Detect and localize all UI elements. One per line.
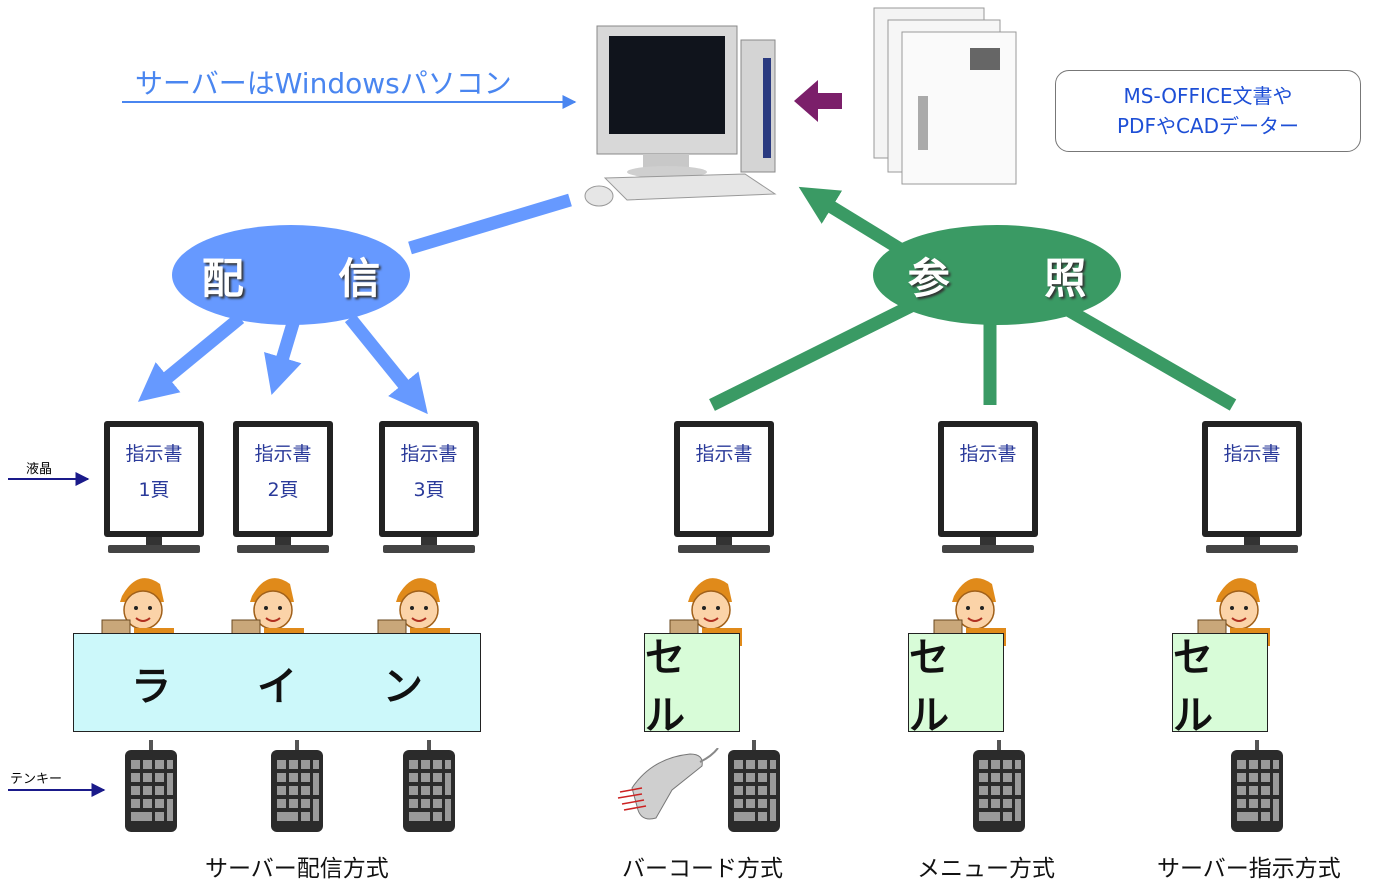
caption-server-instruction: サーバー指示方式 [1157,856,1341,882]
line-label: ラ イ ン [131,663,459,710]
refer-line-3 [1064,304,1237,411]
line-box: ラ イ ン [73,633,481,732]
monitor-title: 指示書 [254,443,312,465]
cell-box-3: セ ル [1172,633,1268,739]
monitor-screen: 指示書 [1208,427,1296,531]
monitor-screen: 指示書 [680,427,768,531]
caption-barcode: バーコード方式 [622,856,783,882]
keypad-icon [125,740,177,832]
worker-icon [933,578,1006,646]
monitor-page: 1頁 [138,479,170,501]
deliver-arrow-3 [344,313,428,415]
refer-arrow-pc [798,186,909,258]
desktop-pc-icon [584,25,777,207]
cell-box-1: セ ル [644,633,740,739]
documents-to-pc-arrow [794,80,842,122]
keypad-icon [1231,740,1283,832]
cell-box-2: セ ル [908,633,1004,739]
cell-label: セ ル [1173,634,1225,739]
monitor-title: 指示書 [695,443,753,465]
cell-label: セ ル [645,634,697,739]
tenkey-label: テンキー [10,772,63,787]
refer-line-1 [709,298,918,411]
refer-label: 参 照 [907,253,1127,303]
deliver-label: 配 信 [201,253,421,303]
monitor-screen: 指示書 [944,427,1032,531]
monitor-title: 指示書 [400,443,458,465]
monitor-title: 指示書 [959,443,1017,465]
monitor-page: 2頁 [267,479,299,501]
document-types-line1: MS-OFFICE文書や [1123,84,1293,108]
keypad-icon [973,740,1025,832]
keypad-icon [728,740,780,832]
deliver-arrow-2 [264,318,302,395]
lcd-label: 液晶 [26,462,53,477]
caption-server-delivery: サーバー配信方式 [205,856,389,882]
deliver-bubble: 配 信 [172,225,410,325]
keypad-icon [271,740,323,832]
server-label: サーバーはWindowsパソコン [135,67,512,100]
keypad-icon [403,740,455,832]
monitor-screen: 指示書 2頁 [239,427,327,531]
monitor-screen: 指示書 1頁 [110,427,198,531]
document-types-box: MS-OFFICE文書や PDFやCADデーター [1055,70,1361,152]
document-types-line2: PDFやCADデーター [1116,114,1299,138]
monitor-page: 3頁 [413,479,445,501]
caption-menu: メニュー方式 [917,856,1055,882]
cell-label: セ ル [909,634,961,739]
monitor-title: 指示書 [125,443,183,465]
documents-icon [873,7,1017,185]
deliver-line-pc [408,193,572,255]
monitor-screen: 指示書 3頁 [385,427,473,531]
deliver-arrow-1 [137,312,245,402]
barcode-scanner-icon [617,748,719,820]
refer-bubble: 参 照 [873,225,1121,325]
monitor-title: 指示書 [1223,443,1281,465]
